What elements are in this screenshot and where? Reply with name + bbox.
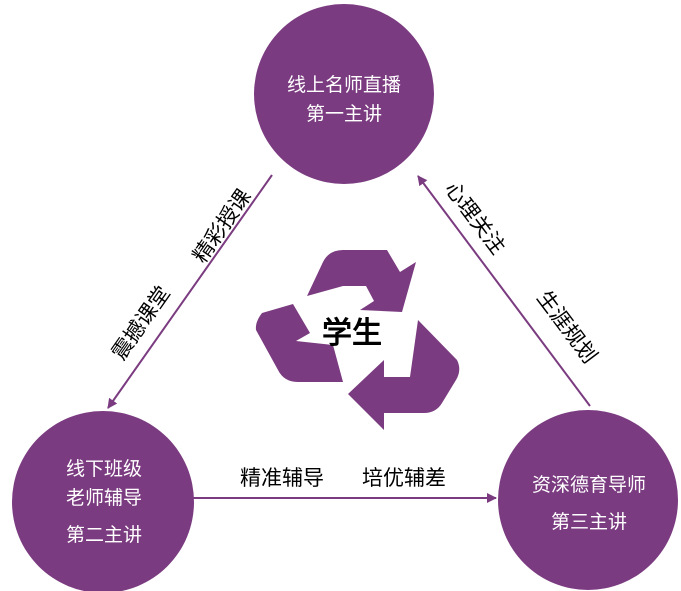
- node-left-line2: 老师辅导: [66, 487, 142, 509]
- node-top-line2: 第一主讲: [306, 103, 382, 125]
- node-left-circle: [12, 411, 194, 591]
- node-left-line3: 第二主讲: [66, 524, 142, 546]
- node-top-line1: 线上名师直播: [287, 74, 401, 96]
- edge-bottom-label2: 培优辅差: [362, 466, 446, 490]
- recycle-icon: [255, 250, 460, 430]
- edge-bottom-label1: 精准辅导: [240, 466, 324, 490]
- arrow-right-to-top: [417, 175, 591, 407]
- center-label: 学生: [322, 316, 382, 351]
- node-right-line1: 资深德育导师: [532, 474, 646, 496]
- edge-left-label1: 精彩授课: [188, 185, 256, 268]
- node-right-line2: 第三主讲: [551, 511, 627, 533]
- node-right-circle: [498, 410, 678, 590]
- arrow-top-to-left: [107, 174, 273, 409]
- edge-right-label2: 生涯规划: [532, 286, 602, 368]
- edge-left-label2: 震撼课堂: [107, 282, 175, 365]
- node-left-line1: 线下班级: [66, 458, 142, 480]
- node-top-circle: [254, 4, 434, 184]
